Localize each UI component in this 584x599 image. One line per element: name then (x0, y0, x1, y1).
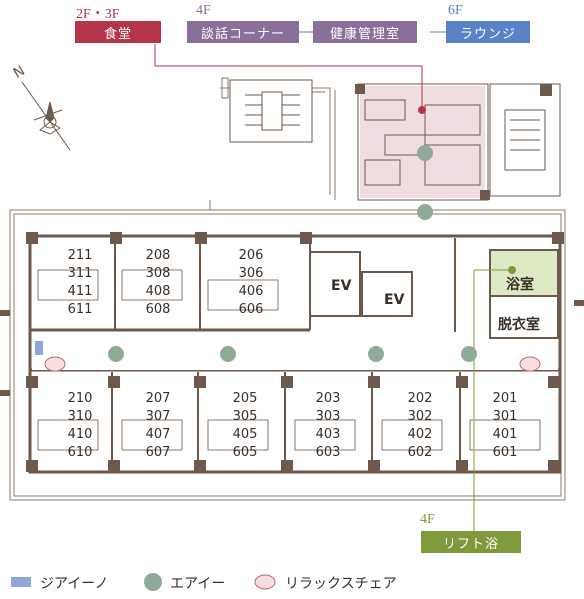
room-number: 403 (315, 427, 341, 442)
room-number: 202 (407, 391, 433, 406)
bathroom-label: 浴室 (506, 277, 534, 293)
room-number: 411 (67, 284, 93, 299)
compass-icon: N (11, 63, 71, 151)
room-number: 207 (145, 391, 171, 406)
dining-floor-label: 2F・3F (76, 7, 120, 22)
room-number: 607 (145, 445, 171, 460)
room-number: 206 (238, 248, 264, 263)
room-number: 402 (407, 427, 433, 442)
lift-bath-floor-label: 4F (420, 512, 435, 527)
legend-relax-chair-label: リラックスチェア (285, 576, 397, 592)
room-block-top-2: 208 308 408 608 (133, 247, 183, 319)
airy-markers (108, 145, 477, 362)
elevator-label: EV (331, 278, 352, 294)
room-number: 408 (145, 284, 171, 299)
room-number: 303 (315, 409, 341, 424)
room-block-top-3: 206 306 406 606 (226, 247, 276, 319)
room-number: 308 (145, 266, 171, 281)
lounge-tag: ラウンジ (446, 21, 530, 43)
legend-jiaino-label: ジアイーノ (40, 576, 109, 592)
room-number: 208 (145, 248, 171, 263)
room-number: 410 (67, 427, 93, 442)
room-block-bottom-6: 201 301 401 601 (480, 390, 530, 462)
lounge-floor-label: 6F (448, 3, 463, 18)
room-block-bottom-2: 207 307 407 607 (133, 390, 183, 462)
room-number: 406 (238, 284, 264, 299)
room-number: 301 (492, 409, 518, 424)
room-number: 201 (492, 391, 518, 406)
room-number: 307 (145, 409, 171, 424)
room-block-top-1: 211 311 411 611 (55, 247, 105, 319)
room-block-bottom-1: 210 310 410 610 (55, 390, 105, 462)
room-number: 603 (315, 445, 341, 460)
jiaino-marker (35, 341, 43, 355)
room-number: 205 (232, 391, 258, 406)
legend-jiaino-swatch (11, 577, 31, 587)
legend-airy-label: エアイー (170, 576, 226, 592)
room-number: 302 (407, 409, 433, 424)
lift-bath-tag: リフト浴 (421, 531, 521, 553)
room-number: 601 (492, 445, 518, 460)
room-block-bottom-3: 205 305 405 605 (220, 390, 270, 462)
room-number: 611 (67, 302, 93, 317)
legend-airy-swatch (144, 573, 162, 591)
legend-relax-chair-swatch (254, 574, 276, 590)
room-number: 305 (232, 409, 258, 424)
dining-tag: 食堂 (75, 21, 161, 43)
room-number: 311 (67, 266, 93, 281)
dressing-room-label: 脱衣室 (498, 317, 540, 333)
elevator-label: EV (384, 292, 405, 308)
room-number: 210 (67, 391, 93, 406)
room-number: 310 (67, 409, 93, 424)
room-block-bottom-4: 203 303 403 603 (303, 390, 353, 462)
room-number: 608 (145, 302, 171, 317)
room-number: 401 (492, 427, 518, 442)
svg-text:N: N (11, 63, 28, 82)
room-block-bottom-5: 202 302 402 602 (395, 390, 445, 462)
room-number: 610 (67, 445, 93, 460)
room-number: 407 (145, 427, 171, 442)
room-number: 203 (315, 391, 341, 406)
chat-corner-tag: 談話コーナー (187, 21, 299, 43)
health-room-tag: 健康管理室 (313, 21, 417, 43)
relax-chair-markers (44, 356, 541, 372)
room-number: 602 (407, 445, 433, 460)
room-number: 606 (238, 302, 264, 317)
room-number: 211 (67, 248, 93, 263)
chat-corner-floor-label: 4F (196, 3, 211, 18)
room-number: 405 (232, 427, 258, 442)
room-number: 605 (232, 445, 258, 460)
room-number: 306 (238, 266, 264, 281)
